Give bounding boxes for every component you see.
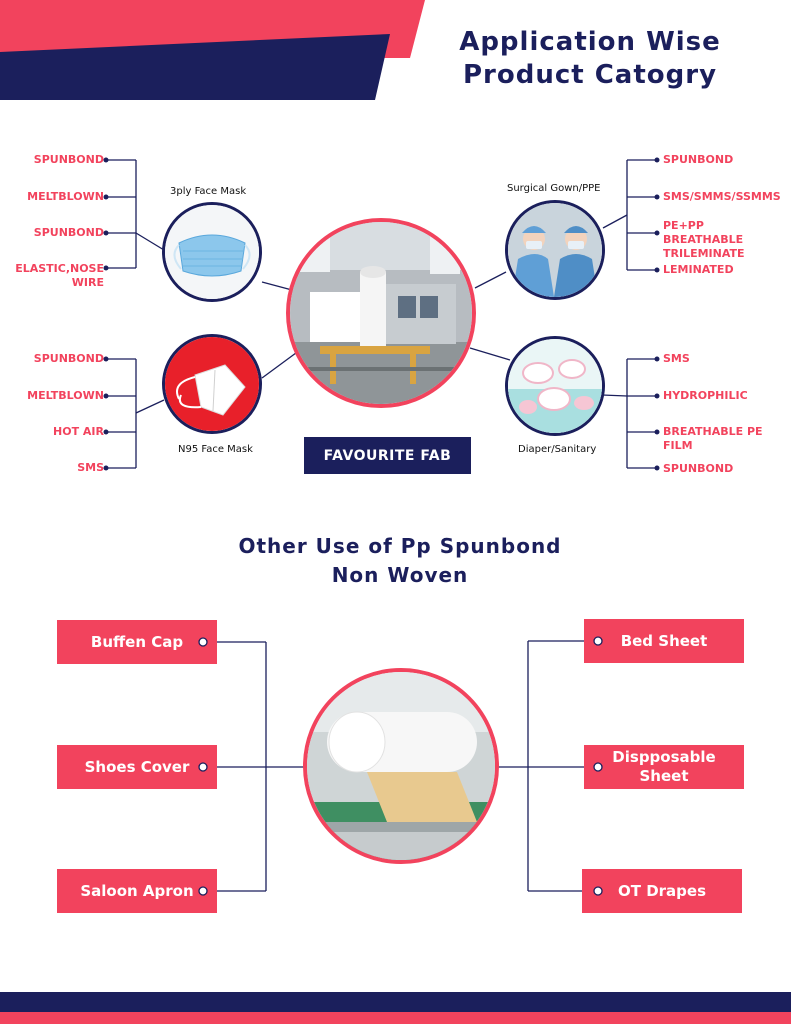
diaper-material-4: SPUNBOND	[663, 462, 734, 475]
page-title: Application Wise Product Catogry	[430, 26, 750, 92]
use-buffen-cap-label: Buffen Cap	[90, 632, 184, 651]
face-mask-image	[162, 202, 262, 302]
face-mask-caption: 3ply Face Mask	[170, 186, 247, 197]
other-use-title-line1: Other Use of Pp Spunbond	[238, 534, 562, 558]
fabric-roll-image	[303, 668, 499, 864]
page-title-line1: Application Wise	[459, 27, 721, 57]
use-bed-sheet: Bed Sheet	[584, 619, 744, 663]
diaper-material-1: SMS	[663, 352, 690, 365]
use-shoes-cover: Shoes Cover	[57, 745, 217, 789]
favourite-fab-button[interactable]: FAVOURITE FAB	[304, 437, 471, 474]
diaper-material-3: BREATHABLE PE FILM	[663, 425, 763, 452]
gown-material-4: LEMINATED	[663, 263, 734, 276]
diaper-image	[505, 336, 605, 436]
use-bed-sheet-label: Bed Sheet	[620, 631, 708, 650]
other-use-title-line2: Non Woven	[331, 563, 469, 587]
gown-material-3: PE+PP BREATHABLE TRILEMINATE	[663, 219, 745, 260]
n95-material-4: SMS	[77, 461, 104, 474]
n95-caption: N95 Face Mask	[178, 444, 253, 455]
face-mask-material-1: SPUNBOND	[33, 153, 104, 166]
n95-mask-image	[162, 334, 262, 434]
use-saloon-apron: Saloon Apron	[57, 869, 217, 913]
diaper-material-2: HYDROPHILIC	[663, 389, 748, 402]
use-shoes-cover-label: Shoes Cover	[84, 757, 190, 776]
face-mask-material-2: MELTBLOWN	[27, 190, 104, 203]
use-saloon-apron-label: Saloon Apron	[80, 881, 194, 900]
use-dispposable-sheet-label: Dispposable Sheet	[612, 748, 716, 785]
use-dispposable-sheet: Dispposable Sheet	[584, 745, 744, 789]
n95-material-3: HOT AIR	[53, 425, 104, 438]
n95-material-1: SPUNBOND	[33, 352, 104, 365]
face-mask-material-3: SPUNBOND	[33, 226, 104, 239]
gown-material-2: SMS/SMMS/SSMMS	[663, 190, 781, 203]
gown-caption: Surgical Gown/PPE	[507, 183, 601, 194]
use-buffen-cap: Buffen Cap	[57, 620, 217, 664]
surgical-gown-image	[505, 200, 605, 300]
diaper-caption: Diaper/Sanitary	[518, 444, 597, 455]
header-banner	[0, 0, 425, 100]
page-title-line2: Product Catogry	[462, 60, 718, 90]
other-use-title: Other Use of Pp Spunbond Non Woven	[200, 532, 600, 590]
use-ot-drapes-label: OT Drapes	[617, 881, 706, 900]
face-mask-material-4: ELASTIC,NOSE WIRE	[15, 262, 104, 289]
use-ot-drapes: OT Drapes	[582, 869, 742, 913]
n95-material-2: MELTBLOWN	[27, 389, 104, 402]
gown-material-1: SPUNBOND	[663, 153, 734, 166]
material-connectors	[103, 157, 660, 471]
